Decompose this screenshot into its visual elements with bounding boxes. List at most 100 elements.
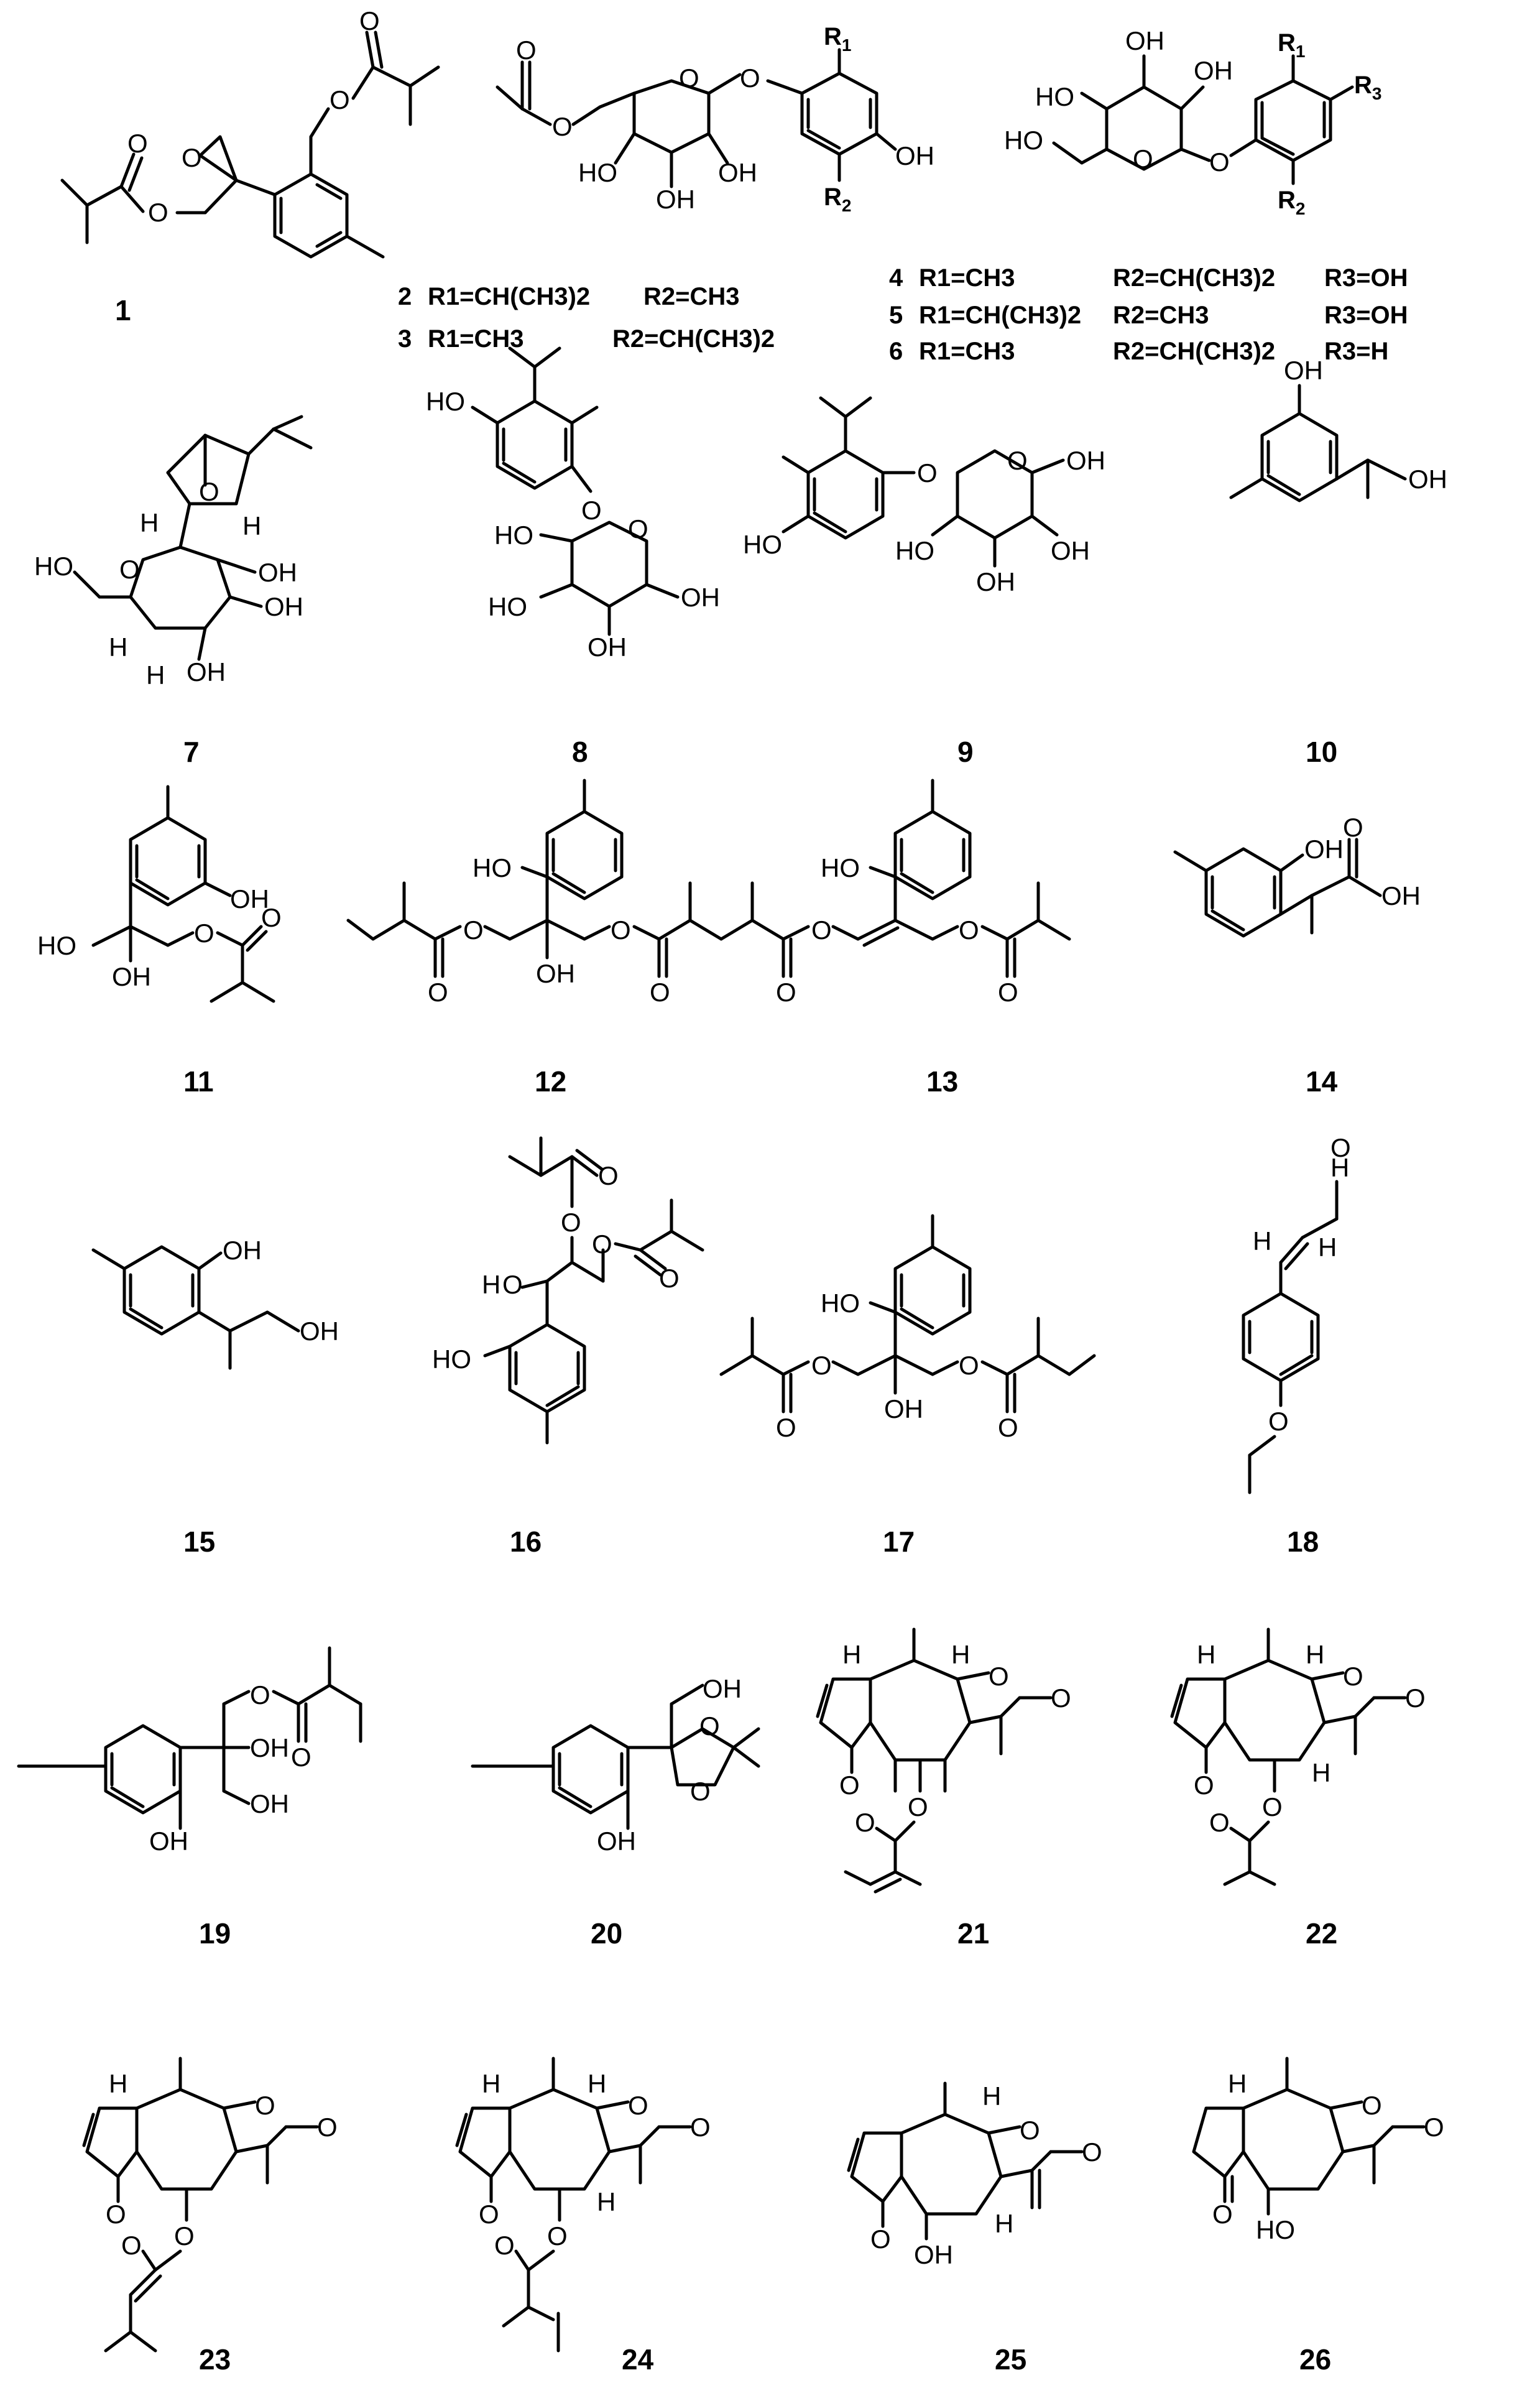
- atom-label: O: [690, 1777, 711, 1806]
- atom-label: O: [127, 129, 148, 158]
- compound-number-24: 24: [622, 2343, 654, 2376]
- atom-label: O: [592, 1229, 612, 1259]
- atom-label: HO: [1256, 2215, 1295, 2244]
- compound-number-14: 14: [1306, 1065, 1338, 1098]
- atom-label: HO: [821, 1289, 860, 1318]
- atom-label: OH: [264, 592, 303, 621]
- atom-label: H: [1228, 2069, 1247, 2098]
- atom-label: O: [1262, 1792, 1283, 1821]
- atom-label: HO: [488, 592, 527, 621]
- substituent-r2: R2=CH3: [1113, 302, 1209, 329]
- atom-label: HO: [821, 853, 860, 882]
- structure-9: HO O O OH HO OH OH: [743, 396, 1105, 596]
- compound-number-16: 16: [510, 1525, 542, 1558]
- atom-label: O: [959, 915, 979, 945]
- atom-label: O: [194, 919, 214, 948]
- atom-label: O: [598, 1161, 619, 1190]
- atom-label: H: [109, 632, 127, 662]
- compound-number-13: 13: [926, 1065, 958, 1098]
- atom-label: O: [317, 2113, 338, 2142]
- structure-2-3: O O O O HO OH OH R1 R2 OH: [496, 23, 934, 215]
- atom-label: O: [870, 2224, 891, 2254]
- structure-7: O O OH OH OH HO H H H H: [34, 415, 313, 690]
- compound-number-25: 25: [995, 2343, 1026, 2376]
- atom-label: O: [581, 496, 602, 525]
- compound-numbers: 1 7 8 9 10 11 12 13 14 15 16 17 18 19 20…: [115, 294, 1338, 2376]
- substituent-table-4-6: 4 R1=CH3 R2=CH(CH3)2 R3=OH 5 R1=CH(CH3)2…: [889, 264, 1408, 365]
- atom-label: O: [776, 1413, 796, 1442]
- atom-label: O: [255, 2091, 275, 2120]
- structure-4-6: O OH OH HO HO O R1 R3 R2: [1004, 26, 1381, 218]
- compound-number-7: 7: [183, 736, 200, 768]
- atom-label: O: [119, 555, 140, 584]
- atom-label: O: [628, 2091, 648, 2120]
- structure-13: HO O O O O: [719, 779, 1071, 1007]
- atom-label: O: [291, 1743, 311, 1772]
- compound-number-15: 15: [183, 1525, 215, 1558]
- atom-label: O: [740, 63, 760, 93]
- atom-label: HO: [1004, 126, 1043, 155]
- atom-label: H: [1318, 1233, 1337, 1262]
- atom-label: O: [1007, 446, 1028, 475]
- atom-label: O: [261, 903, 282, 932]
- atom-label: OH: [914, 2240, 953, 2269]
- atom-label: O: [1405, 1683, 1426, 1713]
- atom-label: HO: [494, 521, 533, 550]
- atom-label: OH: [1408, 465, 1447, 494]
- atom-label: OH: [703, 1674, 742, 1703]
- atom-label: O: [811, 915, 832, 945]
- atom-label: OH: [1066, 446, 1105, 475]
- atom-label: O: [776, 978, 796, 1007]
- structure-19: OH O O OH OH: [17, 1646, 362, 1856]
- atom-label: H: [842, 1640, 861, 1669]
- atom-label: H: [1197, 1640, 1215, 1669]
- atom-label: OH: [895, 141, 934, 170]
- atom-label: O: [855, 1808, 875, 1837]
- compound-number: 6: [889, 338, 903, 365]
- atom-label: OH: [536, 959, 575, 988]
- atom-label: O: [428, 978, 448, 1007]
- atom-label: OH: [1304, 835, 1344, 864]
- rgroup-label: R3: [1354, 72, 1381, 103]
- atom-label: H: [1312, 1758, 1330, 1787]
- atom-label: H: [482, 1270, 500, 1299]
- substituent-r2: R2=CH(CH3)2: [1113, 264, 1275, 292]
- atom-label: OH: [1284, 356, 1323, 385]
- atom-label: O: [611, 915, 631, 945]
- atom-label: O: [359, 6, 380, 35]
- compound-number-9: 9: [957, 736, 974, 768]
- atom-label: H: [146, 660, 165, 690]
- atom-label: O: [1424, 2113, 1444, 2142]
- atom-label: OH: [187, 657, 226, 687]
- atom-label: O: [494, 2231, 515, 2260]
- compound-number-10: 10: [1306, 736, 1337, 768]
- atom-label: OH: [681, 583, 720, 612]
- structure-14: OH O OH: [1173, 813, 1421, 938]
- atom-label: H: [588, 2069, 606, 2098]
- atom-label: O: [199, 477, 219, 506]
- atom-label: O: [699, 1711, 720, 1741]
- atom-label: OH: [250, 1789, 289, 1818]
- atom-label: O: [1133, 144, 1153, 174]
- compound-number-21: 21: [957, 1917, 989, 1950]
- atom-label: H: [597, 2187, 616, 2216]
- atom-label: O: [1082, 2137, 1102, 2167]
- structure-23: O O O O O H: [82, 2057, 338, 2353]
- atom-label: OH: [976, 567, 1015, 596]
- atom-label: O: [502, 1270, 523, 1299]
- substituent-r1: R1=CH(CH3)2: [919, 302, 1081, 329]
- atom-label: O: [1343, 813, 1363, 842]
- structure-8: HO O O OH HO HO OH: [426, 346, 720, 662]
- atom-label: HO: [895, 536, 934, 565]
- atom-label: HO: [426, 387, 465, 416]
- atom-label: O: [148, 198, 168, 227]
- atom-label: OH: [1194, 56, 1233, 85]
- compound-number: 2: [398, 283, 412, 310]
- atom-label: HO: [432, 1345, 471, 1374]
- atom-label: H: [242, 511, 261, 540]
- atom-label: O: [1209, 1808, 1230, 1837]
- atom-label: H: [951, 1640, 970, 1669]
- atom-label: H: [109, 2069, 127, 2098]
- atom-label: HO: [743, 530, 782, 559]
